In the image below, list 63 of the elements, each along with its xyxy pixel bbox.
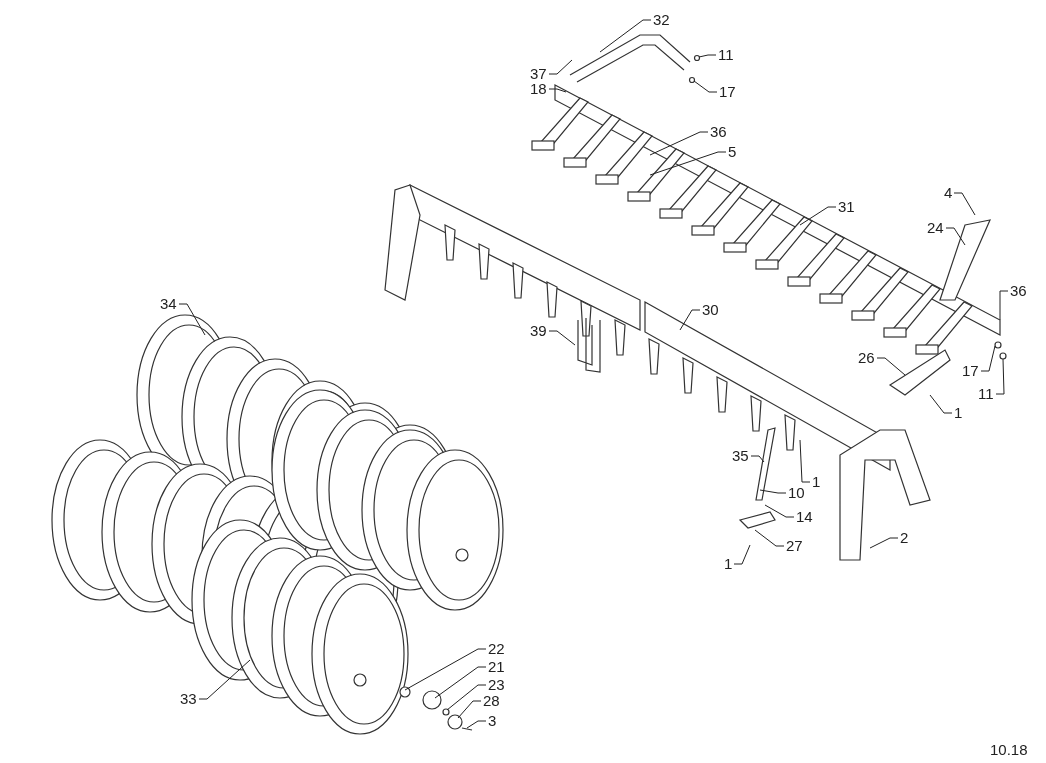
leader-line	[457, 700, 482, 719]
leader-line	[754, 529, 785, 547]
leader-line	[764, 504, 795, 518]
leader-line	[446, 684, 487, 711]
callout-number: 35	[732, 448, 749, 464]
callout-number: 33	[180, 691, 197, 707]
leader-line	[799, 206, 837, 226]
callout-number: 11	[978, 386, 994, 402]
callout-number: 17	[962, 363, 979, 379]
leader-line	[945, 227, 966, 246]
callout-number: 36	[710, 124, 727, 140]
leader-line	[198, 659, 251, 700]
leader-line	[750, 455, 765, 463]
leader-line	[434, 666, 487, 699]
callout-number: 3	[488, 713, 497, 729]
callout-number: 1	[812, 474, 821, 490]
leader-line	[929, 394, 953, 414]
callout-number: 18	[530, 81, 547, 97]
callout-number: 26	[858, 350, 875, 366]
callout-number: 31	[838, 199, 855, 215]
callout-number: 17	[719, 84, 736, 100]
callout-number: 27	[786, 538, 803, 554]
callout-number: 22	[488, 641, 505, 657]
leader-line	[698, 54, 717, 58]
callout-number: 11	[718, 47, 734, 63]
leader-line	[980, 345, 996, 372]
callout-number: 34	[160, 296, 177, 312]
callout-number: 21	[488, 659, 505, 675]
callout-number: 2	[900, 530, 909, 546]
callout-number: 32	[653, 12, 670, 28]
leader-line	[995, 358, 1005, 395]
leader-line	[548, 330, 576, 346]
callout-number: 1	[954, 405, 963, 421]
leader-line	[869, 537, 899, 549]
leader-line	[953, 192, 976, 216]
callout-number: 36	[1010, 283, 1027, 299]
callout-number: 30	[702, 302, 719, 318]
leader-line	[876, 357, 906, 376]
leader-line	[178, 303, 206, 336]
callout-number: 37	[530, 66, 547, 82]
leader-line	[649, 131, 709, 156]
leader-line	[693, 80, 718, 93]
callout-number: 28	[483, 693, 500, 709]
leader-line	[548, 88, 567, 93]
callout-number: 10	[788, 485, 805, 501]
leader-line	[999, 290, 1009, 321]
callout-number: 39	[530, 323, 547, 339]
leader-line	[799, 439, 811, 483]
leader-line	[733, 544, 751, 565]
leader-line	[548, 59, 573, 75]
callout-number: 4	[944, 185, 953, 201]
callout-number: 14	[796, 509, 813, 525]
leader-line	[599, 19, 652, 53]
leader-line	[466, 720, 487, 729]
leader-line	[649, 151, 727, 176]
page-number: 10.18	[990, 742, 1028, 758]
leader-line	[679, 309, 701, 331]
callout-number: 23	[488, 677, 505, 693]
leader-line	[759, 489, 787, 494]
callout-number: 24	[927, 220, 944, 236]
leader-line	[404, 648, 487, 691]
callout-number: 5	[728, 144, 737, 160]
callout-number: 1	[724, 556, 733, 572]
